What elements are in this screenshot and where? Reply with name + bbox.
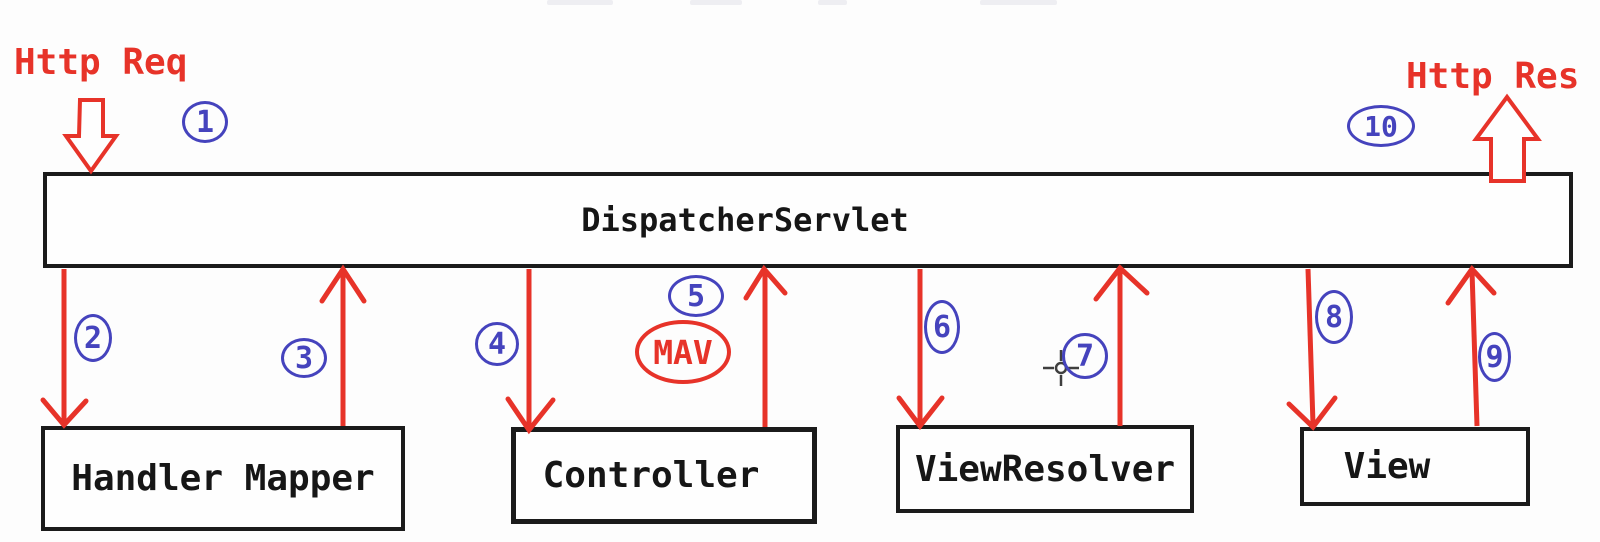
step-5-badge: 5	[668, 275, 724, 317]
dispatcher-servlet-box: DispatcherServlet	[43, 172, 1573, 268]
step-8-badge: 8	[1315, 290, 1353, 344]
controller-label: Controller	[542, 455, 760, 496]
cropped-text-artifact	[690, 0, 742, 5]
step-1-badge: 1	[182, 101, 228, 143]
step-10-badge: 10	[1347, 105, 1415, 147]
mav-label: MAV	[653, 332, 713, 372]
dispatcher-servlet-label: DispatcherServlet	[581, 201, 909, 239]
step-6-badge: 6	[924, 300, 960, 354]
controller-box: Controller	[511, 427, 817, 524]
step3-arrow-handler-mapper-to-dispatcher	[319, 264, 367, 426]
view-box: View	[1300, 427, 1530, 506]
step-2-badge: 2	[74, 314, 112, 362]
step-7-number: 7	[1075, 339, 1095, 374]
step5-arrow-controller-to-dispatcher	[743, 264, 788, 427]
http-response-block-arrow	[1472, 93, 1542, 183]
view-resolver-label: ViewResolver	[914, 448, 1176, 490]
cropped-text-artifact	[980, 0, 1057, 5]
step-10-number: 10	[1364, 110, 1398, 143]
step-9-badge: 9	[1478, 332, 1511, 382]
http-request-label: Http Req	[14, 42, 188, 83]
step-4-number: 4	[487, 327, 507, 362]
step-2-number: 2	[83, 321, 103, 356]
cropped-text-artifact	[818, 0, 847, 5]
step-8-number: 8	[1324, 300, 1344, 335]
step-6-number: 6	[932, 310, 952, 345]
step-3-badge: 3	[281, 338, 327, 378]
http-response-label: Http Res	[1406, 56, 1580, 97]
step-4-badge: 4	[475, 322, 519, 366]
mav-ellipse: MAV	[635, 320, 731, 384]
view-resolver-box: ViewResolver	[896, 425, 1194, 513]
step-7-badge: 7	[1062, 333, 1108, 379]
step-3-number: 3	[294, 341, 314, 376]
handler-mapper-label: Handler Mapper	[71, 458, 375, 499]
cropped-text-artifact	[547, 0, 613, 5]
view-label: View	[1343, 446, 1431, 487]
step-1-number: 1	[195, 105, 215, 140]
step-5-number: 5	[686, 279, 706, 314]
step-9-number: 9	[1485, 340, 1504, 375]
handler-mapper-box: Handler Mapper	[41, 426, 405, 531]
http-request-block-arrow	[62, 98, 120, 175]
